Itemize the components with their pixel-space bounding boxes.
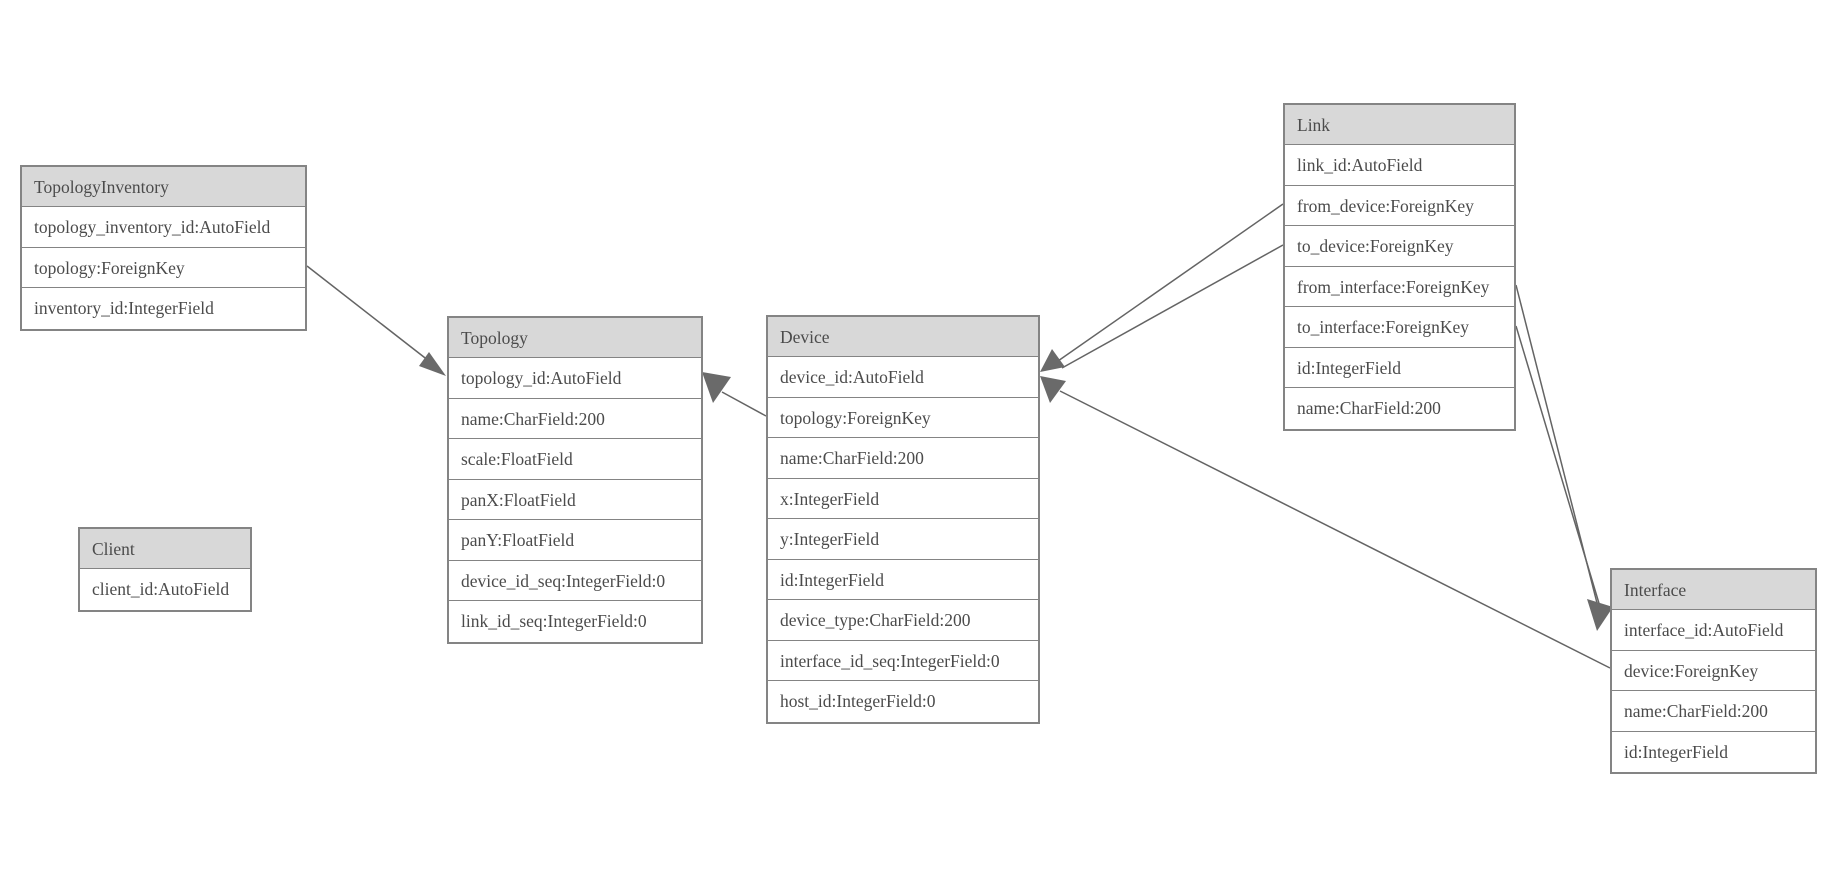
entity-field: inventory_id:IntegerField [22, 288, 305, 329]
entity-title: Client [80, 529, 250, 569]
entity-field: device_id:AutoField [768, 357, 1038, 398]
entity-field: to_device:ForeignKey [1285, 226, 1514, 267]
entity-field: from_device:ForeignKey [1285, 185, 1514, 226]
relationship-line-Link.to_device-to-Device.device_id [1061, 244, 1284, 369]
entity-field: link_id_seq:IntegerField:0 [449, 601, 701, 642]
entity-field: id:IntegerField [768, 559, 1038, 600]
entity-field: topology_inventory_id:AutoField [22, 207, 305, 248]
entity-field: device:ForeignKey [1612, 650, 1815, 691]
relationship-line-Device.topology-to-Topology.topology_id [721, 391, 767, 417]
entity-title: Topology [449, 318, 701, 358]
entity-field: name:CharField:200 [1612, 691, 1815, 732]
arrowhead-icon-Device.device_id [1040, 349, 1065, 372]
entity-field: id:IntegerField [1612, 731, 1815, 772]
entity-field: topology:ForeignKey [768, 397, 1038, 438]
entity-field: link_id:AutoField [1285, 145, 1514, 186]
entity-field: interface_id:AutoField [1612, 610, 1815, 651]
entity-field: device_id_seq:IntegerField:0 [449, 560, 701, 601]
arrowhead-icon-Device.device_id [1040, 376, 1066, 403]
entity-field: panX:FloatField [449, 479, 701, 520]
entity-title: TopologyInventory [22, 167, 305, 207]
relationship-line-TopologyInventory.topology-to-Topology.topology_id [306, 265, 439, 369]
entity-field: name:CharField:200 [768, 438, 1038, 479]
entity-field: topology:ForeignKey [22, 247, 305, 288]
relationship-line-Interface.device-to-Device.device_id [1059, 390, 1611, 669]
entity-field: to_interface:ForeignKey [1285, 307, 1514, 348]
entity-field: x:IntegerField [768, 478, 1038, 519]
entity-field: name:CharField:200 [449, 398, 701, 439]
entity-field: y:IntegerField [768, 519, 1038, 560]
arrowhead-icon-Topology.topology_id [702, 372, 731, 403]
entity-title: Link [1285, 105, 1514, 145]
entity-field: name:CharField:200 [1285, 388, 1514, 429]
entity-field: id:IntegerField [1285, 347, 1514, 388]
relationship-line-Link.to_interface-to-Interface.interface_id [1515, 325, 1602, 611]
entity-field: device_type:CharField:200 [768, 600, 1038, 641]
entity-field: from_interface:ForeignKey [1285, 266, 1514, 307]
arrowhead-icon-Topology.topology_id [419, 352, 446, 376]
arrowhead-icon-Interface.interface_id [1587, 599, 1613, 631]
entity-field: panY:FloatField [449, 520, 701, 561]
relationship-line-Link.from_device-to-Device.device_id [1057, 203, 1284, 362]
entity-field: topology_id:AutoField [449, 358, 701, 399]
entity-field: interface_id_seq:IntegerField:0 [768, 640, 1038, 681]
entity-title: Interface [1612, 570, 1815, 610]
entity-title: Device [768, 317, 1038, 357]
entity-field: scale:FloatField [449, 439, 701, 480]
entity-field: client_id:AutoField [80, 569, 250, 610]
entity-field: host_id:IntegerField:0 [768, 681, 1038, 722]
